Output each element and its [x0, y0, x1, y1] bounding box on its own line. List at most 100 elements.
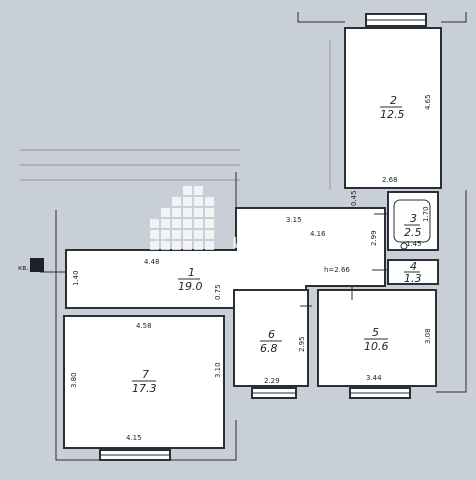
dim-2-95: 2.95	[298, 336, 306, 352]
watermark-square	[172, 252, 181, 261]
watermark-square	[205, 197, 214, 206]
watermark-line2: АГЕНТСТВО	[232, 251, 336, 269]
dim-3-80: 3.80	[70, 372, 78, 388]
dim-4-15: 4.15	[126, 434, 142, 442]
dim-3-08: 3.08	[424, 328, 432, 344]
watermark-square	[205, 219, 214, 228]
watermark-line1: ИПОТЕЧНОЕ	[232, 234, 343, 252]
room-7-area: 17.3	[132, 382, 157, 395]
dim-1-70: 1.70	[422, 206, 430, 222]
windows	[99, 13, 427, 461]
watermark-square	[194, 208, 203, 217]
room-1-number: 1	[188, 266, 195, 279]
door-marks	[200, 213, 388, 317]
watermark-square	[183, 197, 192, 206]
room-6-area: 6.8	[260, 342, 278, 355]
watermark-square	[161, 252, 170, 261]
watermark-square	[183, 263, 192, 272]
watermark-square	[194, 219, 203, 228]
watermark-square	[194, 197, 203, 206]
walls	[63, 27, 442, 449]
dim-0-75: 0.75	[214, 284, 222, 300]
dim-2-99: 2.99	[370, 230, 378, 246]
watermark-square	[161, 208, 170, 217]
watermark-square	[150, 230, 159, 239]
room-labels: 2 12.5 3 2.5 4 1.3 1 19.0 6 6.8 5 10.6 7…	[132, 94, 422, 395]
watermark-square	[183, 241, 192, 250]
dim-4-58: 4.58	[136, 322, 152, 330]
watermark-square	[183, 208, 192, 217]
bathtub-icon	[393, 199, 431, 243]
watermark-square	[150, 263, 159, 272]
room-2-outline	[344, 27, 442, 189]
watermark-square	[194, 263, 203, 272]
watermark-square	[183, 252, 192, 261]
watermark-square	[172, 208, 181, 217]
watermark-square	[161, 263, 170, 272]
watermark-square	[194, 186, 203, 195]
room-5-area: 10.6	[364, 340, 389, 353]
watermark-square	[172, 263, 181, 272]
dim-4-65: 4.65	[424, 94, 432, 110]
watermark-square	[172, 197, 181, 206]
watermark-logo	[150, 186, 214, 283]
watermark-square	[205, 230, 214, 239]
room-6-number: 6	[268, 328, 275, 341]
watermark-square	[150, 274, 159, 283]
room-1-outline	[65, 207, 386, 309]
watermark-square	[183, 219, 192, 228]
watermark-square	[161, 230, 170, 239]
room-3-area: 2.5	[404, 226, 422, 239]
watermark-square	[205, 263, 214, 272]
dim-3-15: 3.15	[286, 216, 302, 224]
room-2-number: 2	[390, 94, 397, 107]
room-2-area: 12.5	[380, 108, 405, 121]
dim-1-45: 1.45	[406, 240, 422, 248]
watermark-square	[194, 252, 203, 261]
watermark-square	[205, 241, 214, 250]
watermark-square	[150, 252, 159, 261]
room-7-number: 7	[142, 368, 149, 381]
watermark-square	[172, 274, 181, 283]
room-6-outline	[233, 289, 309, 387]
watermark-square	[172, 219, 181, 228]
watermark-square	[205, 252, 214, 261]
watermark-square	[172, 241, 181, 250]
sink-icon	[400, 242, 408, 250]
dim-4-16: 4.16	[310, 230, 326, 238]
dim-3-44: 3.44	[366, 374, 382, 382]
watermark-square	[194, 241, 203, 250]
room-5-outline	[317, 289, 437, 387]
watermark-square	[183, 230, 192, 239]
watermark-line3: ЮГРЫ	[232, 268, 288, 286]
watermark-square	[161, 219, 170, 228]
ceiling-height: h=2.66	[324, 266, 350, 274]
room-5-number: 5	[372, 326, 379, 339]
dim-1-40: 1.40	[72, 270, 80, 286]
entry-label: кв.	[18, 264, 29, 272]
watermark-square	[205, 274, 214, 283]
room-4-number: 4	[410, 260, 417, 273]
background-texture	[20, 40, 331, 190]
room-1-area: 19.0	[178, 280, 203, 293]
watermark-square	[161, 241, 170, 250]
dim-2-29: 2.29	[264, 377, 280, 385]
dim-2-68: 2.68	[382, 176, 398, 184]
watermark-square	[205, 208, 214, 217]
entry-marker-icon	[30, 258, 44, 272]
room-4-area: 1.3	[404, 272, 422, 285]
watermark-square	[161, 274, 170, 283]
dim-4-48: 4.48	[144, 258, 160, 266]
room-3-number: 3	[410, 212, 417, 225]
watermark-square	[183, 186, 192, 195]
watermark-square	[194, 230, 203, 239]
room-4-outline	[387, 259, 439, 285]
dimension-labels: 4.65 2.68 0.45 1.70 1.45 3.15 4.16 2.99 …	[70, 94, 432, 442]
watermark-square	[150, 219, 159, 228]
dim-3-10: 3.10	[214, 362, 222, 378]
watermark-square	[172, 230, 181, 239]
watermark-square	[150, 241, 159, 250]
room-7-outline	[63, 315, 225, 449]
dim-0-45: 0.45	[350, 190, 358, 206]
